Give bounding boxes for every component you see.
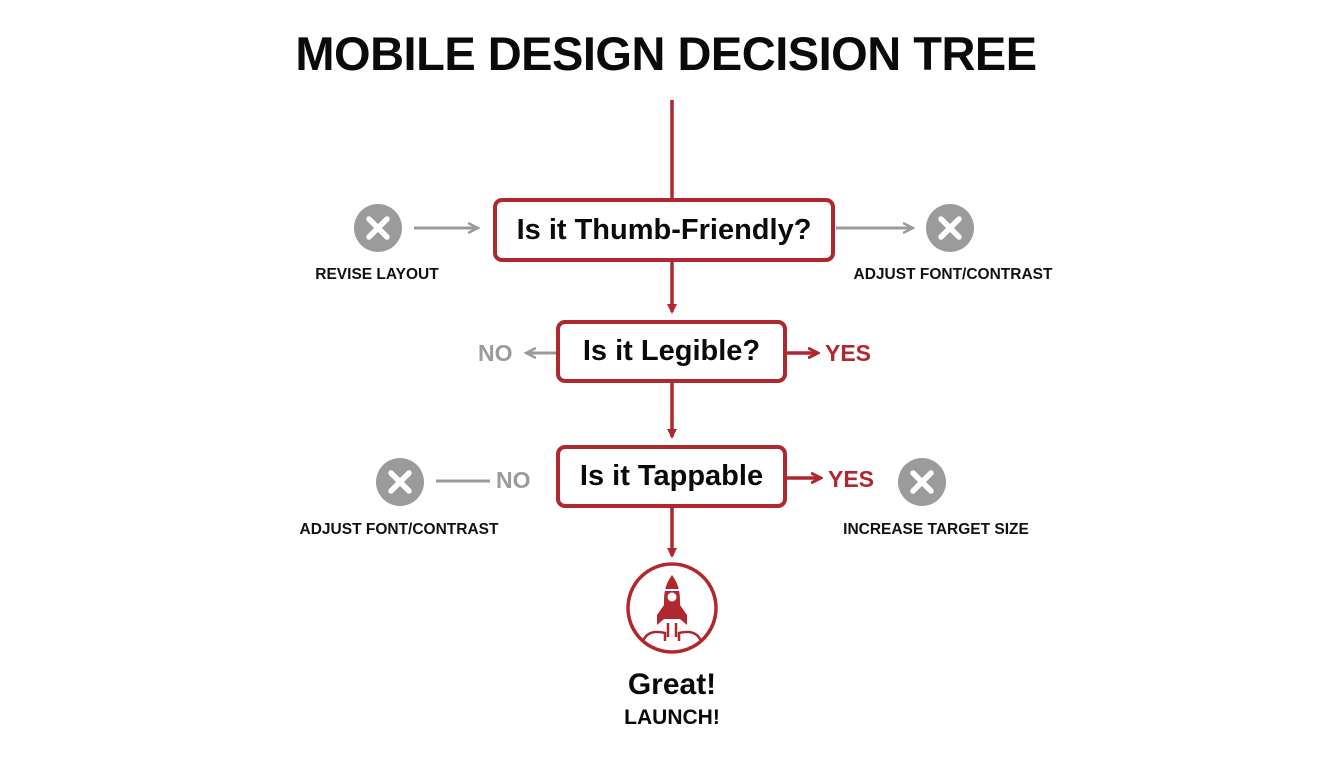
no-label: NO <box>478 340 513 366</box>
rocket-icon <box>626 562 718 654</box>
decision-box-legible: Is it Legible? <box>556 320 787 383</box>
diagram-title: MOBILE DESIGN DECISION TREE <box>295 27 1037 80</box>
x-circle-icon <box>376 458 424 506</box>
yes-label: YES <box>828 466 875 492</box>
decision-box-tappable: Is it Tappable <box>556 445 787 508</box>
decision-question: Is it Thumb-Friendly? <box>516 213 812 246</box>
outcome-subtitle: LAUNCH! <box>624 706 720 729</box>
x-circle-icon <box>926 204 974 252</box>
outcome-caption: ADJUST FONT/CONTRAST <box>853 266 1053 283</box>
outcome-caption: ADJUST FONT/CONTRAST <box>299 521 499 538</box>
outcome-caption: REVISE LAYOUT <box>315 266 439 283</box>
outcome-caption: INCREASE TARGET SIZE <box>843 521 1029 538</box>
decision-question: Is it Legible? <box>582 335 761 367</box>
outcome-title: Great! <box>627 668 717 701</box>
yes-label: YES <box>825 340 872 366</box>
x-circle-icon <box>898 458 946 506</box>
decision-question: Is it Tappable <box>579 460 764 492</box>
no-label: NO <box>496 467 531 493</box>
decision-box-thumb-friendly: Is it Thumb-Friendly? <box>493 198 835 262</box>
x-circle-icon <box>354 204 402 252</box>
